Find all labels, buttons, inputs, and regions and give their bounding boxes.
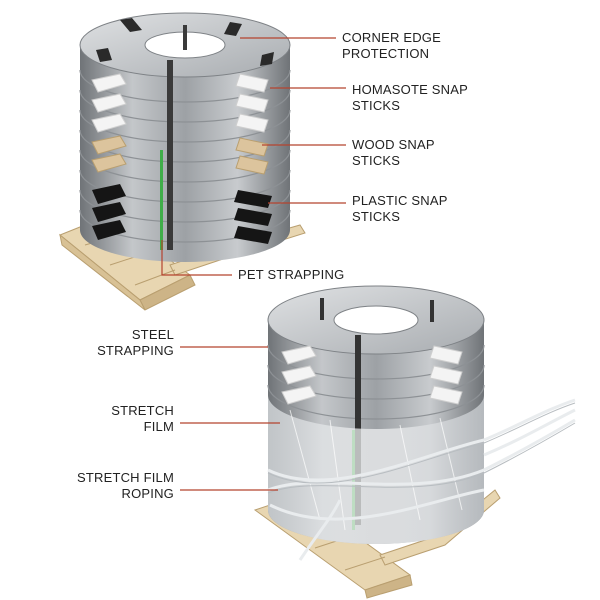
stretch-film-wrap xyxy=(268,395,484,544)
pet-strap xyxy=(160,150,163,250)
wood-sticks xyxy=(91,135,269,175)
label-line: STICKS xyxy=(352,209,401,224)
label-line: ROPING xyxy=(121,486,174,501)
label-steel-strapping: STEEL STRAPPING xyxy=(60,327,174,359)
label-line: PLASTIC SNAP xyxy=(352,193,448,208)
label-line: STRETCH xyxy=(111,403,174,418)
corner-edge-protectors xyxy=(96,18,274,66)
label-plastic-snap-sticks: PLASTIC SNAP STICKS xyxy=(352,193,448,225)
label-line: STRAPPING xyxy=(97,343,174,358)
stretch-film-roping-shadow xyxy=(267,402,576,494)
top-steel-strap xyxy=(167,25,187,250)
label-line: PROTECTION xyxy=(342,46,430,61)
bottom-coil-ridges xyxy=(267,344,485,420)
label-line: HOMASOTE SNAP xyxy=(352,82,469,97)
plastic-sticks xyxy=(92,184,272,244)
leader-lines xyxy=(161,37,346,491)
label-line: STICKS xyxy=(352,98,401,113)
label-wood-snap-sticks: WOOD SNAP STICKS xyxy=(352,137,435,169)
label-stretch-film: STRETCH FILM xyxy=(60,403,174,435)
bottom-homasote-sticks xyxy=(281,345,463,405)
label-line: STRETCH FILM xyxy=(76,470,174,485)
label-pet-strapping: PET STRAPPING xyxy=(238,267,344,283)
label-homasote-snap-sticks: HOMASOTE SNAP STICKS xyxy=(352,82,468,114)
stretch-film-highlights xyxy=(289,409,463,531)
stretch-film-roping xyxy=(267,398,576,561)
label-line: CORNER EDGE xyxy=(342,30,441,45)
bottom-coil-assembly xyxy=(253,285,576,599)
label-line: STEEL xyxy=(131,327,174,342)
top-coil-body xyxy=(80,45,290,262)
label-line: FILM xyxy=(143,419,174,434)
label-line: STICKS xyxy=(352,153,401,168)
label-line: WOOD SNAP xyxy=(352,137,435,152)
homasote-sticks xyxy=(91,73,269,133)
label-stretch-film-roping: STRETCH FILM ROPING xyxy=(40,470,174,502)
label-line: PET STRAPPING xyxy=(238,267,345,282)
leader-pet xyxy=(161,240,232,276)
top-coil-assembly xyxy=(59,12,306,311)
label-corner-edge-protection: CORNER EDGE PROTECTION xyxy=(342,30,441,62)
bottom-coil-eye xyxy=(333,305,419,335)
